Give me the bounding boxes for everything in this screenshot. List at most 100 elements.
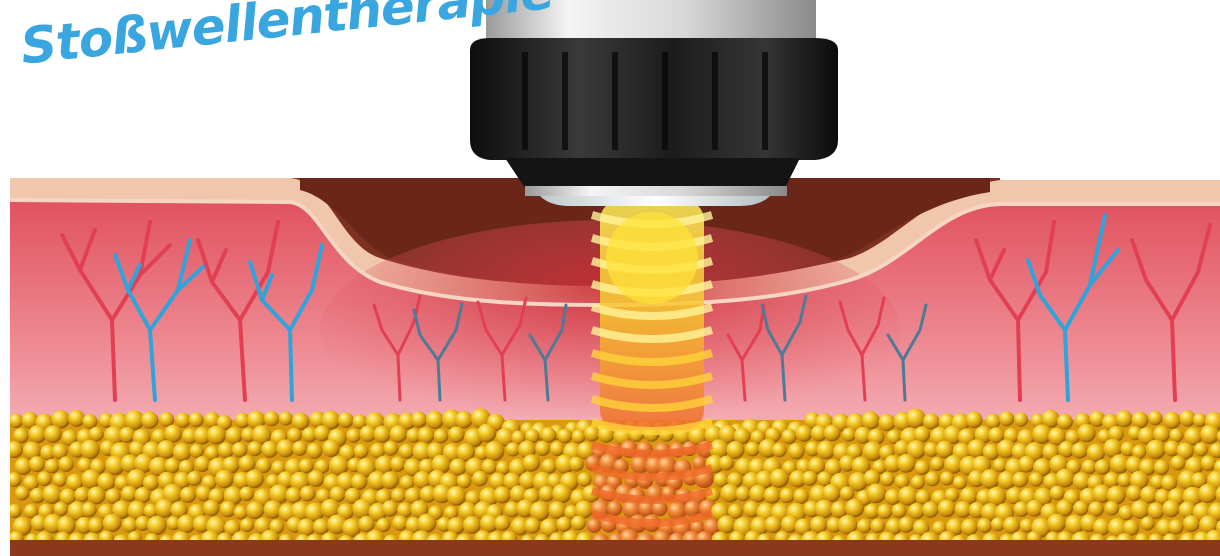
fat-cell (1104, 472, 1120, 488)
fat-cell (494, 486, 511, 503)
fat-cell (457, 474, 472, 489)
fat-cell (788, 443, 805, 460)
fat-cell (8, 504, 22, 518)
fat-cell (358, 516, 374, 532)
fat-cell (449, 458, 466, 475)
fat-cell (448, 426, 465, 443)
fat-cell (1131, 500, 1150, 519)
fat-cell (1132, 412, 1149, 429)
fat-cell (1146, 440, 1166, 460)
fat-cell (338, 412, 354, 428)
fat-cell (29, 456, 45, 472)
fat-cell (1072, 442, 1088, 458)
fat-cell (399, 444, 414, 459)
fat-cell (82, 414, 97, 429)
shockwave-applicator (470, 0, 838, 206)
fat-cell (89, 427, 104, 442)
fat-cell (1029, 472, 1043, 486)
fat-cell (780, 488, 795, 503)
fat-cell (297, 518, 315, 536)
fat-cell (1169, 428, 1183, 442)
fat-cell (322, 440, 340, 458)
fat-cell (354, 444, 369, 459)
fat-cell (6, 441, 23, 458)
fat-cell (1050, 486, 1065, 501)
fat-cell (1163, 412, 1180, 429)
fat-cell (940, 471, 954, 485)
fat-cell (817, 441, 836, 460)
fat-cell (770, 469, 789, 488)
fat-cell (203, 500, 219, 516)
fat-cell (524, 518, 540, 534)
fat-cell (376, 518, 390, 532)
fat-cell (923, 413, 939, 429)
fat-cell (572, 430, 586, 444)
fat-cell (1095, 459, 1111, 475)
fat-cell (314, 425, 330, 441)
fat-cell (346, 429, 360, 443)
fat-cell (999, 411, 1014, 426)
fat-cell (892, 503, 907, 518)
fat-cell (1003, 517, 1020, 534)
fat-cell (215, 470, 234, 489)
fat-cell (1148, 411, 1162, 425)
fat-cell (88, 518, 104, 534)
fat-cell (159, 412, 174, 427)
fat-cell (299, 459, 314, 474)
fat-cell (930, 457, 944, 471)
fat-cell (264, 411, 279, 426)
fat-cell (1047, 514, 1066, 533)
fat-cell (147, 516, 167, 536)
fat-cell (906, 409, 926, 429)
fat-cell (37, 471, 52, 486)
fat-cell (88, 486, 106, 504)
fat-cell (239, 455, 256, 472)
fat-cell (866, 483, 886, 503)
shockwave-focus (606, 212, 698, 304)
fat-cell (180, 487, 196, 503)
fat-cell (7, 472, 22, 487)
fat-cell (550, 441, 565, 456)
fat-cell (1073, 501, 1088, 516)
fat-cell (434, 429, 449, 444)
fat-cell (189, 412, 204, 427)
fat-cell (240, 518, 254, 532)
fat-cell (157, 440, 176, 459)
fat-cell (842, 428, 856, 442)
fat-cell (392, 515, 408, 531)
fat-cell (961, 519, 978, 536)
fat-cell (772, 443, 787, 458)
fat-cell (908, 503, 924, 519)
fat-cell (953, 476, 967, 490)
fat-cell (719, 456, 734, 471)
fat-cell (793, 489, 808, 504)
fat-cell (1057, 414, 1073, 430)
fat-cell (870, 519, 885, 534)
fat-cell (390, 425, 408, 443)
fat-cell (977, 518, 992, 533)
fat-cell (220, 501, 236, 517)
fat-cell (28, 425, 46, 443)
fat-cell (391, 488, 406, 503)
fat-cell (1126, 485, 1142, 501)
fat-cell (1077, 424, 1095, 442)
fat-cell (287, 428, 302, 443)
fat-cell (857, 519, 872, 534)
fat-cell (1056, 469, 1075, 488)
fat-cell (234, 505, 248, 519)
fat-cell (306, 443, 322, 459)
fat-cell (68, 410, 85, 427)
shockwave-beam (592, 200, 712, 523)
fat-cell (276, 439, 294, 457)
fat-cell (384, 441, 399, 456)
fat-cell (587, 518, 602, 533)
fat-cell (411, 412, 427, 428)
fat-cell (556, 517, 571, 532)
fat-cell (248, 441, 263, 456)
fat-cell (1082, 460, 1097, 475)
fat-cell (1093, 518, 1110, 535)
fat-cell (1105, 501, 1120, 516)
fat-cell (494, 515, 510, 531)
fat-cell (261, 441, 278, 458)
fat-cell (472, 471, 488, 487)
